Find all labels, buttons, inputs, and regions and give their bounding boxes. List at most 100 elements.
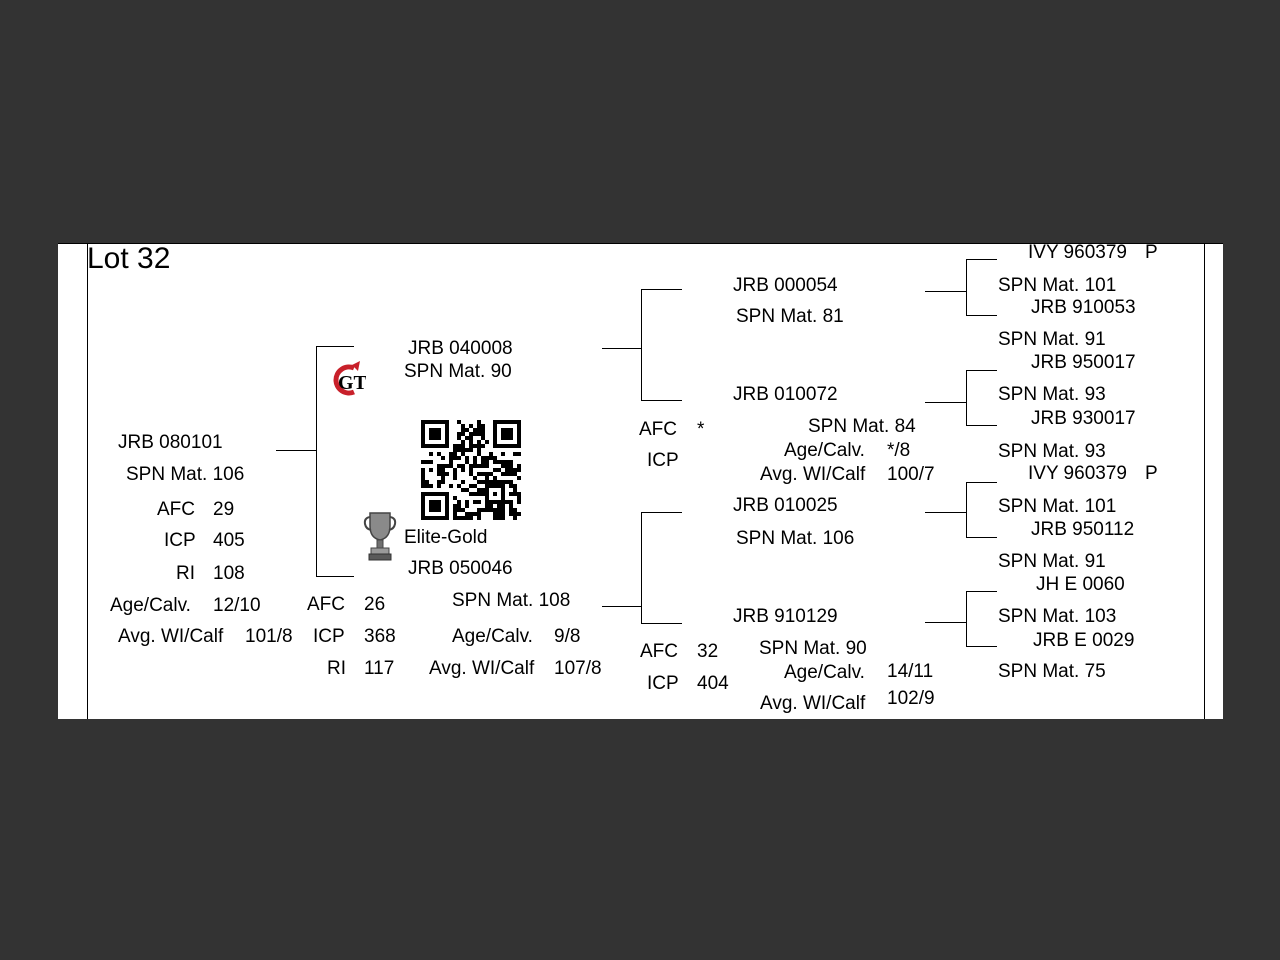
sd-spn: SPN Mat. 84 — [808, 416, 916, 437]
gen4-spn-6: SPN Mat. 91 — [998, 551, 1106, 572]
dd-afc-label: AFC — [640, 641, 678, 662]
dam-wi: 107/8 — [554, 658, 602, 679]
gen4-branch-5 — [966, 482, 997, 483]
gen4-id-8: JRB E 0029 — [1033, 630, 1135, 651]
subject-wi: 101/8 — [245, 626, 293, 647]
lot-title: Lot 32 — [87, 243, 171, 275]
dam-id: JRB 050046 — [408, 558, 513, 579]
gen4-spn-7: SPN Mat. 103 — [998, 606, 1117, 627]
dam-spn: SPN Mat. 108 — [452, 590, 571, 611]
sire-gen3-bracket — [641, 289, 642, 401]
ss-gen4-bracket — [966, 259, 967, 316]
ds-gen4-bracket — [966, 482, 967, 538]
dd-icp-label: ICP — [647, 673, 679, 694]
dd-wi: 102/9 — [887, 688, 935, 709]
ss-spn: SPN Mat. 81 — [736, 306, 844, 327]
gen4-id-2: JRB 910053 — [1031, 297, 1136, 318]
dam-wi-label: Avg. WI/Calf — [429, 658, 535, 679]
trophy-icon — [363, 510, 397, 562]
dam-gen3-bracket — [641, 512, 642, 624]
ss-branch — [641, 289, 682, 290]
gen4-id-1: IVY 960379 — [1028, 243, 1127, 263]
gen4-id-5: IVY 960379 — [1028, 463, 1127, 484]
left-margin-line — [87, 244, 88, 719]
subject-age: 12/10 — [213, 595, 261, 616]
right-margin-line — [1204, 244, 1205, 719]
dam-ri: 117 — [364, 658, 395, 679]
qr-code-icon — [421, 420, 521, 520]
dam-age-label: Age/Calv. — [452, 626, 533, 647]
dam-icp-label: ICP — [313, 626, 345, 647]
ds-spn: SPN Mat. 106 — [736, 528, 855, 549]
dd-icp: 404 — [697, 673, 729, 694]
sd-afc: * — [697, 419, 705, 440]
dd-wi-label: Avg. WI/Calf — [760, 693, 866, 714]
sire-id: JRB 040008 — [408, 338, 513, 359]
dd-age-label: Age/Calv. — [784, 662, 865, 683]
gen4-spn-2: SPN Mat. 91 — [998, 329, 1106, 350]
gen4-id-3: JRB 950017 — [1031, 352, 1136, 373]
gen4-id-7: JH E 0060 — [1036, 574, 1125, 595]
sd-branch — [641, 400, 682, 401]
dd-afc: 32 — [697, 641, 719, 662]
dam-afc: 26 — [364, 594, 386, 615]
ds-id: JRB 010025 — [733, 495, 838, 516]
subject-afc: 29 — [213, 499, 235, 520]
dam-gen3-connector — [602, 606, 641, 607]
sd-id: JRB 010072 — [733, 384, 838, 405]
gen4-branch-7 — [966, 591, 997, 592]
subject-icp: 405 — [213, 530, 245, 551]
gen4-spn-8: SPN Mat. 75 — [998, 661, 1106, 682]
gen4-branch-2 — [966, 315, 997, 316]
sd-gen4-connector — [925, 402, 966, 403]
gen4-branch-4 — [966, 425, 997, 426]
sd-gen4-bracket — [966, 370, 967, 426]
pedigree-sheet: Lot 32 JRB 080101 SPN Mat. 106 AFC 29 IC… — [58, 243, 1223, 719]
parent-bracket — [316, 346, 317, 576]
dam-icp: 368 — [364, 626, 396, 647]
gen4-spn-4: SPN Mat. 93 — [998, 441, 1106, 462]
dd-gen4-connector — [925, 622, 966, 623]
gen4-branch-8 — [966, 646, 997, 647]
gen4-spn-3: SPN Mat. 93 — [998, 384, 1106, 405]
gen4-id-4: JRB 930017 — [1031, 408, 1136, 429]
subject-wi-label: Avg. WI/Calf — [118, 626, 224, 647]
dam-branch — [316, 576, 354, 577]
dam-afc-label: AFC — [307, 594, 345, 615]
gen4-spn-5: SPN Mat. 101 — [998, 496, 1117, 517]
ds-branch — [641, 512, 682, 513]
dam-age: 9/8 — [554, 626, 581, 647]
ss-id: JRB 000054 — [733, 275, 838, 296]
gen4-branch-1 — [966, 259, 997, 260]
sire-branch — [316, 346, 354, 347]
gen4-branch-3 — [966, 370, 997, 371]
svg-text:GT: GT — [338, 372, 366, 394]
subject-connector — [276, 450, 316, 451]
dd-gen4-bracket — [966, 591, 967, 647]
sd-wi: 100/7 — [887, 464, 935, 485]
dam-ri-label: RI — [327, 658, 346, 679]
ds-gen4-connector — [925, 512, 966, 513]
subject-ri: 108 — [213, 563, 245, 584]
sire-spn: SPN Mat. 90 — [404, 361, 512, 382]
sire-gen3-connector — [602, 348, 641, 349]
sd-age-label: Age/Calv. — [784, 440, 865, 461]
sire-award: Elite-Gold — [404, 527, 488, 548]
dd-age: 14/11 — [887, 661, 934, 682]
gen4-id-6: JRB 950112 — [1031, 519, 1135, 540]
dd-id: JRB 910129 — [733, 606, 838, 627]
subject-age-label: Age/Calv. — [110, 595, 191, 616]
subject-ri-label: RI — [176, 563, 195, 584]
subject-icp-label: ICP — [164, 530, 196, 551]
dd-spn: SPN Mat. 90 — [759, 638, 867, 659]
sd-afc-label: AFC — [639, 419, 677, 440]
gen4-suffix-1: P — [1145, 243, 1158, 263]
subject-spn: SPN Mat. 106 — [126, 464, 245, 485]
subject-afc-label: AFC — [157, 499, 195, 520]
sd-icp-label: ICP — [647, 450, 679, 471]
gen4-suffix-5: P — [1145, 463, 1158, 484]
gen4-branch-6 — [966, 537, 997, 538]
subject-id: JRB 080101 — [118, 432, 223, 453]
dd-branch — [641, 623, 682, 624]
ss-gen4-connector — [925, 291, 966, 292]
